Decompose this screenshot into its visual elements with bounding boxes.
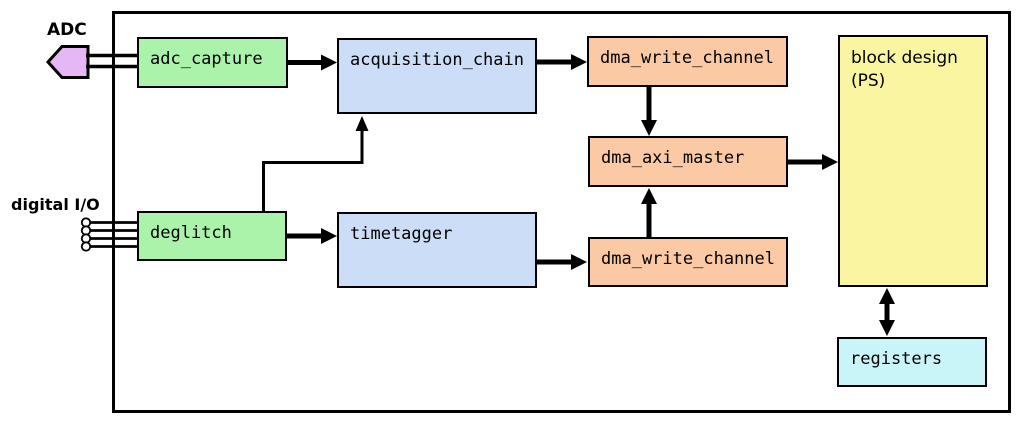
block-registers: registers (837, 337, 987, 387)
block-adc-capture: adc_capture (137, 37, 288, 88)
block-block-design-ps: block design (PS) (838, 35, 988, 287)
digital-io-label: digital I/O (11, 195, 100, 214)
block-dma-write-channel-bottom: dma_write_channel (588, 237, 788, 287)
adc-port-icon (45, 45, 90, 79)
fpga-boundary-box (112, 11, 1011, 413)
block-dma-write-channel-top: dma_write_channel (587, 36, 788, 87)
adc-label: ADC (47, 20, 87, 40)
digital-io-pins-icon (80, 217, 92, 252)
block-acquisition-chain: acquisition_chain (337, 38, 537, 114)
block-deglitch: deglitch (137, 211, 287, 261)
block-timetagger: timetagger (337, 212, 537, 288)
block-dma-axi-master: dma_axi_master (588, 136, 788, 187)
